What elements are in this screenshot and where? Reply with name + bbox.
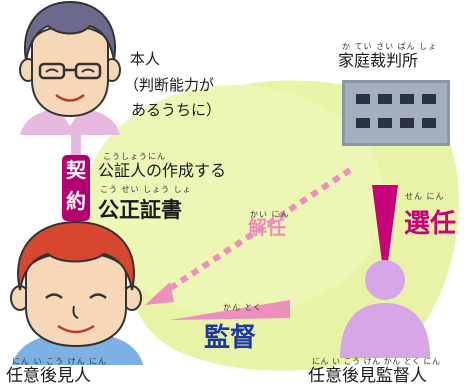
- notary-reading: こうしょうにん: [103, 152, 166, 161]
- dismissal-reading: かい にん: [250, 210, 290, 219]
- notary-line1: 公証人の作成する: [98, 161, 227, 180]
- principal-note-line2: あるうちに）: [131, 101, 222, 119]
- guardian-reading: にん い こう けん にん: [12, 357, 108, 366]
- appointment-label: 選任: [404, 209, 457, 239]
- supervisor-figure: [340, 260, 430, 358]
- appointment-reading: せん にん: [405, 192, 445, 201]
- principal-label: 本人: [130, 50, 161, 68]
- court-building-icon: [342, 80, 450, 146]
- notary-deed-label: 公正証書: [98, 198, 182, 222]
- family-court-label: 家庭裁判所: [338, 51, 419, 70]
- notary-deed-reading: こう せい しょう しょ: [100, 185, 192, 194]
- principal-note-line1: （判断能力が: [124, 76, 215, 94]
- family-court-reading: か てい さい ばん しょ: [342, 42, 438, 51]
- supervision-reading: かん とく: [223, 303, 263, 312]
- guardian-label: 任意後見人: [6, 366, 91, 386]
- supervision-label: 監督: [204, 323, 257, 353]
- supervisor-reading: にん い こう けん かん とく にん: [312, 357, 441, 366]
- contract-badge: 契約: [62, 155, 90, 221]
- guardian-illustration: [10, 220, 143, 365]
- dismissal-label: 解任: [248, 217, 287, 239]
- supervisor-label: 任意後見監督人: [308, 366, 427, 386]
- principal-illustration: [19, 0, 121, 135]
